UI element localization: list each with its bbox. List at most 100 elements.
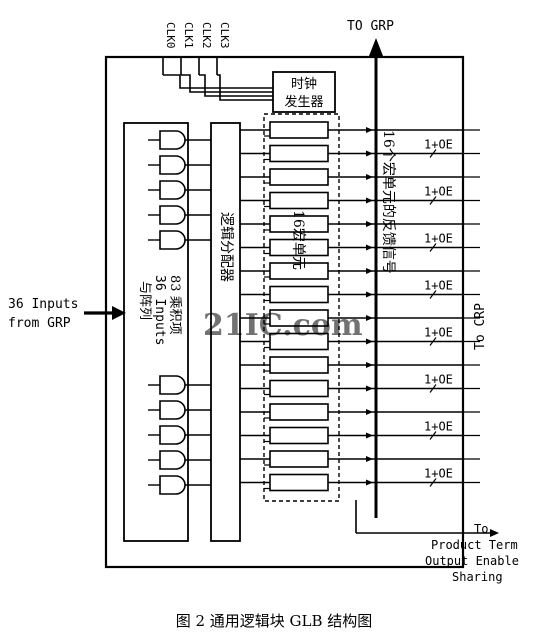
macrocell bbox=[269, 285, 329, 304]
feedback-arrowhead bbox=[366, 362, 373, 368]
output-lines: 1+OE 1+OE 1+OE 1+OE 1+OE 1+OE 1+OE 1+OE bbox=[328, 127, 480, 487]
feedback-arrowhead bbox=[366, 456, 373, 462]
to-grp-arrowhead bbox=[369, 38, 383, 56]
to-grp-label: TO GRP bbox=[347, 19, 394, 34]
macrocell bbox=[269, 473, 329, 492]
and-gate-body bbox=[159, 400, 186, 420]
and-gate bbox=[148, 475, 211, 495]
output-enable-label: 1+OE bbox=[424, 373, 453, 387]
and-gate-body bbox=[159, 155, 186, 175]
and-gate-body bbox=[159, 130, 186, 150]
macrocell bbox=[269, 356, 329, 374]
inputs-label-line2: from GRP bbox=[8, 316, 71, 331]
clk3-label: CLK3 bbox=[218, 22, 231, 49]
distributor-connections bbox=[240, 129, 270, 490]
macrocell bbox=[269, 426, 329, 445]
watermark: 21IC.com bbox=[203, 308, 363, 343]
bus-slash bbox=[429, 149, 437, 158]
bottom-label-line1: To bbox=[474, 522, 488, 536]
feedback-arrowhead bbox=[366, 197, 373, 204]
clock-generator-line1: 时钟 bbox=[291, 76, 317, 92]
logic-distributor-label: 逻辑分配器 bbox=[218, 212, 234, 282]
macrocell bbox=[269, 403, 329, 421]
macrocell-label: 16宏单元 bbox=[290, 210, 306, 270]
feedback-arrowhead bbox=[366, 221, 373, 227]
to-crp-label: To CRP bbox=[473, 303, 488, 350]
and-array-box bbox=[123, 122, 189, 542]
feedback-label: 16个宏单元的反馈信号 bbox=[380, 130, 396, 274]
output-enable-label: 1+OE bbox=[424, 467, 453, 481]
clock-generator-box bbox=[272, 71, 336, 113]
and-gate-body bbox=[159, 230, 186, 250]
and-gate-body bbox=[159, 450, 186, 470]
logic-distributor-box bbox=[210, 122, 241, 542]
and-gate bbox=[148, 180, 211, 200]
macrocell-region bbox=[263, 113, 340, 502]
clock-lines bbox=[162, 57, 273, 101]
and-gate bbox=[148, 155, 211, 175]
and-array-label: 与阵列 36 Inputs 83 乘积项 bbox=[137, 275, 182, 345]
bus-slash bbox=[429, 243, 437, 252]
and-gate-body bbox=[159, 475, 186, 495]
and-gates bbox=[148, 130, 211, 495]
and-gate-body bbox=[159, 375, 186, 395]
pt-oe-sharing-arrowhead bbox=[490, 529, 499, 537]
feedback-arrowhead bbox=[366, 244, 373, 251]
bus-slash bbox=[429, 431, 437, 440]
and-gate-body bbox=[159, 425, 186, 445]
and-gate bbox=[148, 375, 211, 395]
feedback-arrowhead bbox=[366, 174, 373, 180]
and-gate bbox=[148, 205, 211, 225]
and-gate bbox=[148, 400, 211, 420]
clock-labels: CLK0 CLK1 CLK2 CLK3 bbox=[164, 22, 231, 49]
bus-slash bbox=[429, 290, 437, 299]
and-gate-body bbox=[159, 205, 186, 225]
output-enable-label: 1+OE bbox=[424, 185, 453, 199]
bottom-label-line3: Output Enable bbox=[425, 554, 519, 568]
and-gate bbox=[148, 450, 211, 470]
bus-slash bbox=[429, 478, 437, 487]
macrocell bbox=[269, 121, 329, 139]
macrocell bbox=[269, 144, 329, 163]
feedback-arrowhead bbox=[366, 150, 373, 157]
feedback-arrowhead bbox=[366, 315, 373, 321]
and-gate bbox=[148, 130, 211, 150]
macrocell bbox=[269, 379, 329, 398]
output-enable-label: 1+OE bbox=[424, 138, 453, 152]
and-gate-body bbox=[159, 180, 186, 200]
macrocell bbox=[269, 450, 329, 468]
bottom-label-line4: Sharing bbox=[452, 570, 503, 584]
clk2-label: CLK2 bbox=[200, 22, 213, 49]
bus-slash bbox=[429, 196, 437, 205]
and-array-label-line3: 83 乘积项 bbox=[167, 275, 182, 335]
figure-caption: 图 2 通用逻辑块 GLB 结构图 bbox=[176, 612, 373, 630]
bus-slash bbox=[429, 384, 437, 393]
macrocell bbox=[269, 168, 329, 186]
and-gate bbox=[148, 425, 211, 445]
clock-generator-line2: 发生器 bbox=[284, 94, 323, 110]
and-array-label-line2: 36 Inputs bbox=[152, 275, 167, 345]
feedback-arrowhead bbox=[366, 338, 373, 345]
feedback-arrowhead bbox=[366, 409, 373, 415]
feedback-arrowhead bbox=[366, 127, 373, 133]
macrocells bbox=[269, 121, 329, 492]
feedback-arrowhead bbox=[366, 268, 373, 274]
feedback-arrowhead bbox=[366, 479, 373, 486]
output-enable-label: 1+OE bbox=[424, 232, 453, 246]
macrocell bbox=[269, 191, 329, 210]
inputs-label-line1: 36 Inputs bbox=[8, 297, 78, 312]
feedback-arrowhead bbox=[366, 291, 373, 298]
output-enable-label: 1+OE bbox=[424, 326, 453, 340]
clk0-label: CLK0 bbox=[164, 22, 177, 49]
bottom-label-line2: Product Term bbox=[431, 538, 518, 552]
and-gate bbox=[148, 230, 211, 250]
output-enable-label: 1+OE bbox=[424, 279, 453, 293]
bus-slash bbox=[429, 337, 437, 346]
output-enable-label: 1+OE bbox=[424, 420, 453, 434]
inputs-arrowhead bbox=[112, 306, 126, 320]
and-array-label-line1: 与阵列 bbox=[137, 281, 152, 320]
feedback-arrowhead bbox=[366, 432, 373, 439]
feedback-arrowhead bbox=[366, 385, 373, 392]
clk1-label: CLK1 bbox=[182, 22, 195, 49]
